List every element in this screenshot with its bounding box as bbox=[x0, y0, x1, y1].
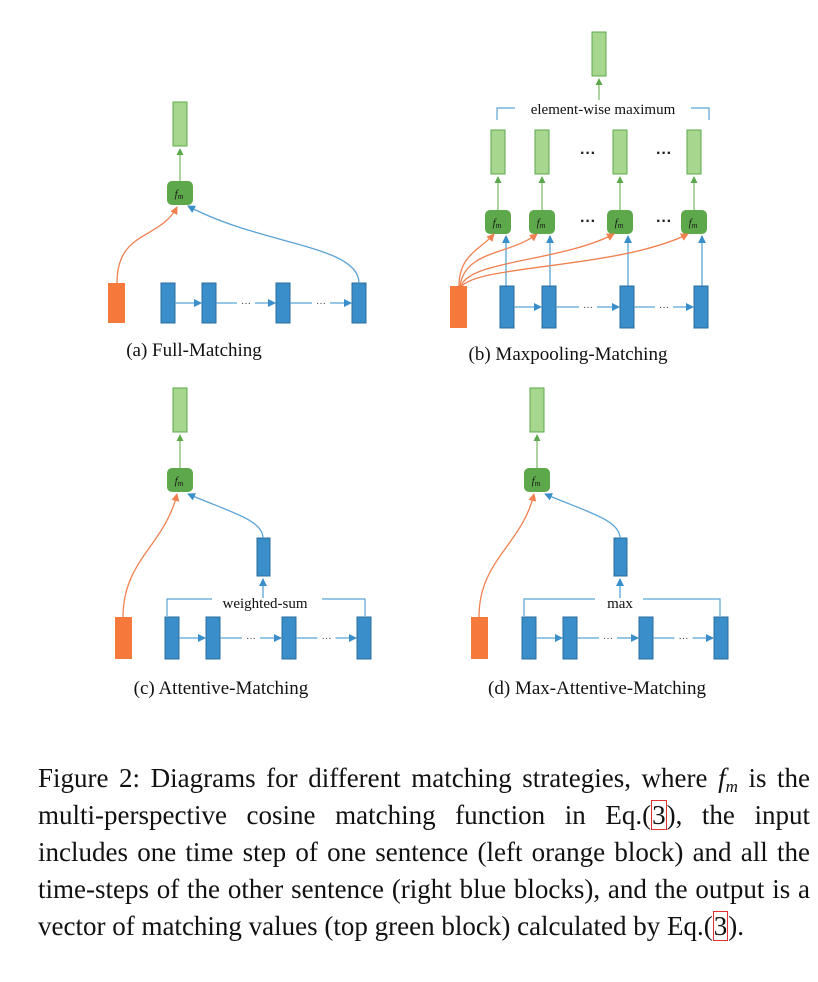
fm-label: fm bbox=[689, 217, 698, 230]
output-vector-green bbox=[534, 129, 550, 175]
fm-node bbox=[524, 468, 550, 492]
orange-input-arrow bbox=[116, 206, 178, 284]
orange-input-arrow bbox=[461, 233, 689, 287]
subfigure-caption: (c) Attentive-Matching bbox=[134, 678, 309, 699]
bracket-label-bg bbox=[515, 100, 691, 118]
ellipsis-text: ··· bbox=[241, 298, 251, 309]
matching-strategies-figure: fm ··· ··· (a) Full-Matching element-wise m… bbox=[108, 31, 729, 699]
fm-node bbox=[681, 210, 707, 234]
orange-input-arrow bbox=[478, 493, 537, 618]
output-vector-green bbox=[591, 31, 607, 77]
output-vector-green bbox=[529, 387, 545, 433]
ellipsis-text: ··· bbox=[246, 633, 256, 644]
time-step-blue-block bbox=[281, 616, 297, 660]
output-vector-green bbox=[612, 129, 628, 175]
caption-text-3: ), the input includes one time step of o… bbox=[38, 800, 810, 941]
time-step-blue-block bbox=[164, 616, 180, 660]
attentive-to-fm-arrow bbox=[187, 493, 264, 539]
ellipsis-text: ··· bbox=[656, 213, 672, 230]
bracket-label-bg bbox=[212, 593, 322, 611]
attentive-to-fm-arrow bbox=[544, 493, 621, 539]
output-vector-green bbox=[172, 101, 188, 147]
output-vector-green bbox=[490, 129, 506, 175]
caption-text-2: is the multi-perspective cosine matching… bbox=[38, 763, 811, 830]
fm-node bbox=[529, 210, 555, 234]
time-step-blue-block bbox=[275, 282, 291, 324]
ellipsis-text: ··· bbox=[580, 145, 596, 162]
fm-node bbox=[167, 181, 193, 205]
fm-node bbox=[607, 210, 633, 234]
output-vector-green bbox=[172, 387, 188, 433]
ellipsis-text: ··· bbox=[659, 302, 669, 313]
fm-label: fm bbox=[175, 188, 184, 201]
bracket-label: element-wise maximum bbox=[531, 102, 676, 118]
time-step-blue-block bbox=[693, 285, 709, 329]
time-step-blue-block bbox=[541, 285, 557, 329]
orange-input-arrow bbox=[122, 493, 180, 618]
bracket-label: weighted-sum bbox=[223, 596, 308, 612]
fm-label: fm bbox=[537, 217, 546, 230]
caption-text-4: ). bbox=[728, 911, 744, 941]
subfigure-caption: (b) Maxpooling-Matching bbox=[469, 344, 668, 365]
orange-input-arrow bbox=[460, 233, 615, 287]
equation-ref-link[interactable]: 3 bbox=[651, 800, 667, 830]
fm-label: fm bbox=[175, 475, 184, 488]
panel-full-matching: fm ··· ··· (a) Full-Matching bbox=[108, 101, 367, 361]
fm-label: fm bbox=[615, 217, 624, 230]
time-step-blue-block bbox=[256, 537, 271, 577]
ellipsis-text: ··· bbox=[316, 298, 326, 309]
panel-maxpooling-matching: element-wise maximum fm fm fm fm ··· ··· ··· ···… bbox=[450, 31, 710, 365]
input-orange-block bbox=[108, 283, 125, 323]
fm-label: fm bbox=[532, 475, 541, 488]
input-orange-block bbox=[471, 617, 488, 659]
ellipsis-text: ··· bbox=[580, 213, 596, 230]
subfigure-caption: (d) Max-Attentive-Matching bbox=[488, 678, 706, 699]
orange-input-arrow bbox=[458, 233, 495, 287]
time-step-blue-block bbox=[619, 285, 635, 329]
figure-caption: Figure 2: Diagrams for different matchin… bbox=[38, 760, 810, 945]
time-step-blue-block bbox=[356, 616, 372, 660]
bracket-label-bg bbox=[595, 593, 643, 611]
orange-input-arrow bbox=[459, 233, 538, 287]
bracket-label: max bbox=[607, 596, 633, 612]
panel-attentive-matching: fm weighted-sum ··· ··· (c) Attentive-Matchi… bbox=[115, 387, 372, 699]
ellipsis-text: ··· bbox=[322, 633, 332, 644]
input-orange-block bbox=[450, 286, 467, 328]
ellipsis-text: ··· bbox=[583, 302, 593, 313]
time-step-blue-block bbox=[713, 616, 729, 660]
caption-fm-symbol: fm bbox=[718, 763, 738, 796]
fm-node bbox=[167, 468, 193, 492]
input-orange-block bbox=[115, 617, 132, 659]
time-step-blue-block bbox=[521, 616, 537, 660]
time-step-blue-block bbox=[160, 282, 176, 324]
subfigure-caption: (a) Full-Matching bbox=[126, 340, 262, 361]
output-vector-green bbox=[686, 129, 702, 175]
time-step-blue-block bbox=[638, 616, 654, 660]
time-step-blue-block bbox=[205, 616, 221, 660]
time-step-blue-block bbox=[201, 282, 217, 324]
panel-max-attentive-matching: fm max ··· ··· (d) Max-Attentive-Matching bbox=[471, 387, 729, 699]
fm-label: fm bbox=[493, 217, 502, 230]
ellipsis-text: ··· bbox=[603, 633, 613, 644]
caption-text-1: Figure 2: Diagrams for different matchin… bbox=[38, 763, 719, 793]
time-step-blue-block bbox=[351, 282, 367, 324]
time-step-blue-block bbox=[562, 616, 578, 660]
ellipsis-text: ··· bbox=[679, 633, 689, 644]
ellipsis-text: ··· bbox=[656, 145, 672, 162]
last-step-arrow bbox=[187, 205, 360, 284]
fm-node bbox=[485, 210, 511, 234]
equation-ref-link[interactable]: 3 bbox=[712, 911, 729, 941]
time-step-blue-block bbox=[499, 285, 515, 329]
time-step-blue-block bbox=[613, 537, 628, 577]
